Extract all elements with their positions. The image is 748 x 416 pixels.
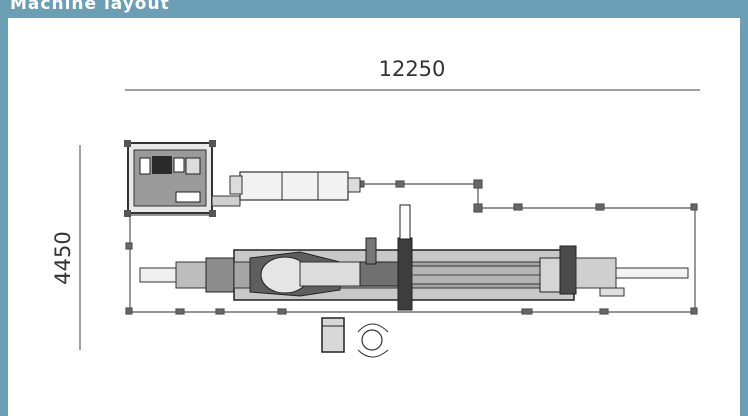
width-dimension-label: 12250 [379,57,446,81]
machine-footprint [125,179,698,315]
hydraulic-unit [229,171,361,201]
title-bar: Machine layout [0,0,748,18]
left-frame-border [0,0,8,416]
right-frame-border [740,0,748,416]
machine-bed [139,204,689,311]
height-dimension-label: 4450 [51,231,75,284]
operator-station [321,317,389,358]
control-cabinet [124,140,241,217]
title-bar-text: Machine layout [10,0,170,14]
